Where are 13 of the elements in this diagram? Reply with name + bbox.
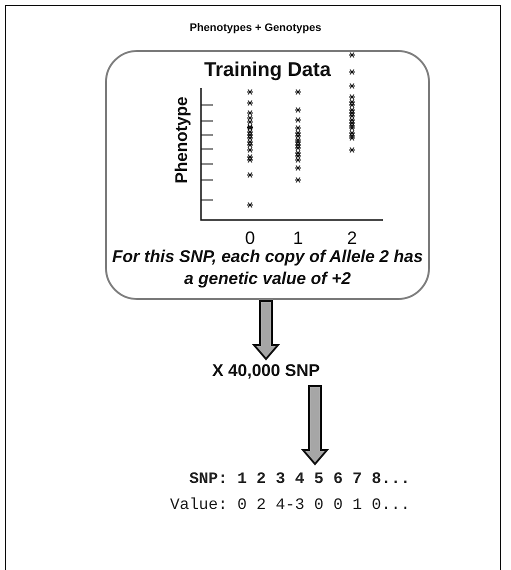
rounded-box xyxy=(105,50,430,300)
multiplier-text: X 40,000 SNP xyxy=(176,361,356,385)
diagram-title: Phenotypes + Genotypes xyxy=(188,22,322,34)
block-arrow xyxy=(300,385,330,466)
box-note: For this SNP, each copy of Allele 2 has a genetic value of +2 xyxy=(111,246,424,290)
axis-tick-label: 0 xyxy=(245,228,255,249)
axis-tick-label: 1 xyxy=(293,228,303,249)
snp-index-row-text: SNP: 1 2 3 4 5 6 7 8... xyxy=(188,469,412,490)
value-row-text: Value: 0 2 4-3 0 0 1 0... xyxy=(170,495,412,516)
axis-label: Phenotype xyxy=(172,96,192,184)
axis-tick-label: 2 xyxy=(347,228,357,249)
box-heading: Training Data xyxy=(203,59,332,82)
block-arrow xyxy=(252,300,280,361)
